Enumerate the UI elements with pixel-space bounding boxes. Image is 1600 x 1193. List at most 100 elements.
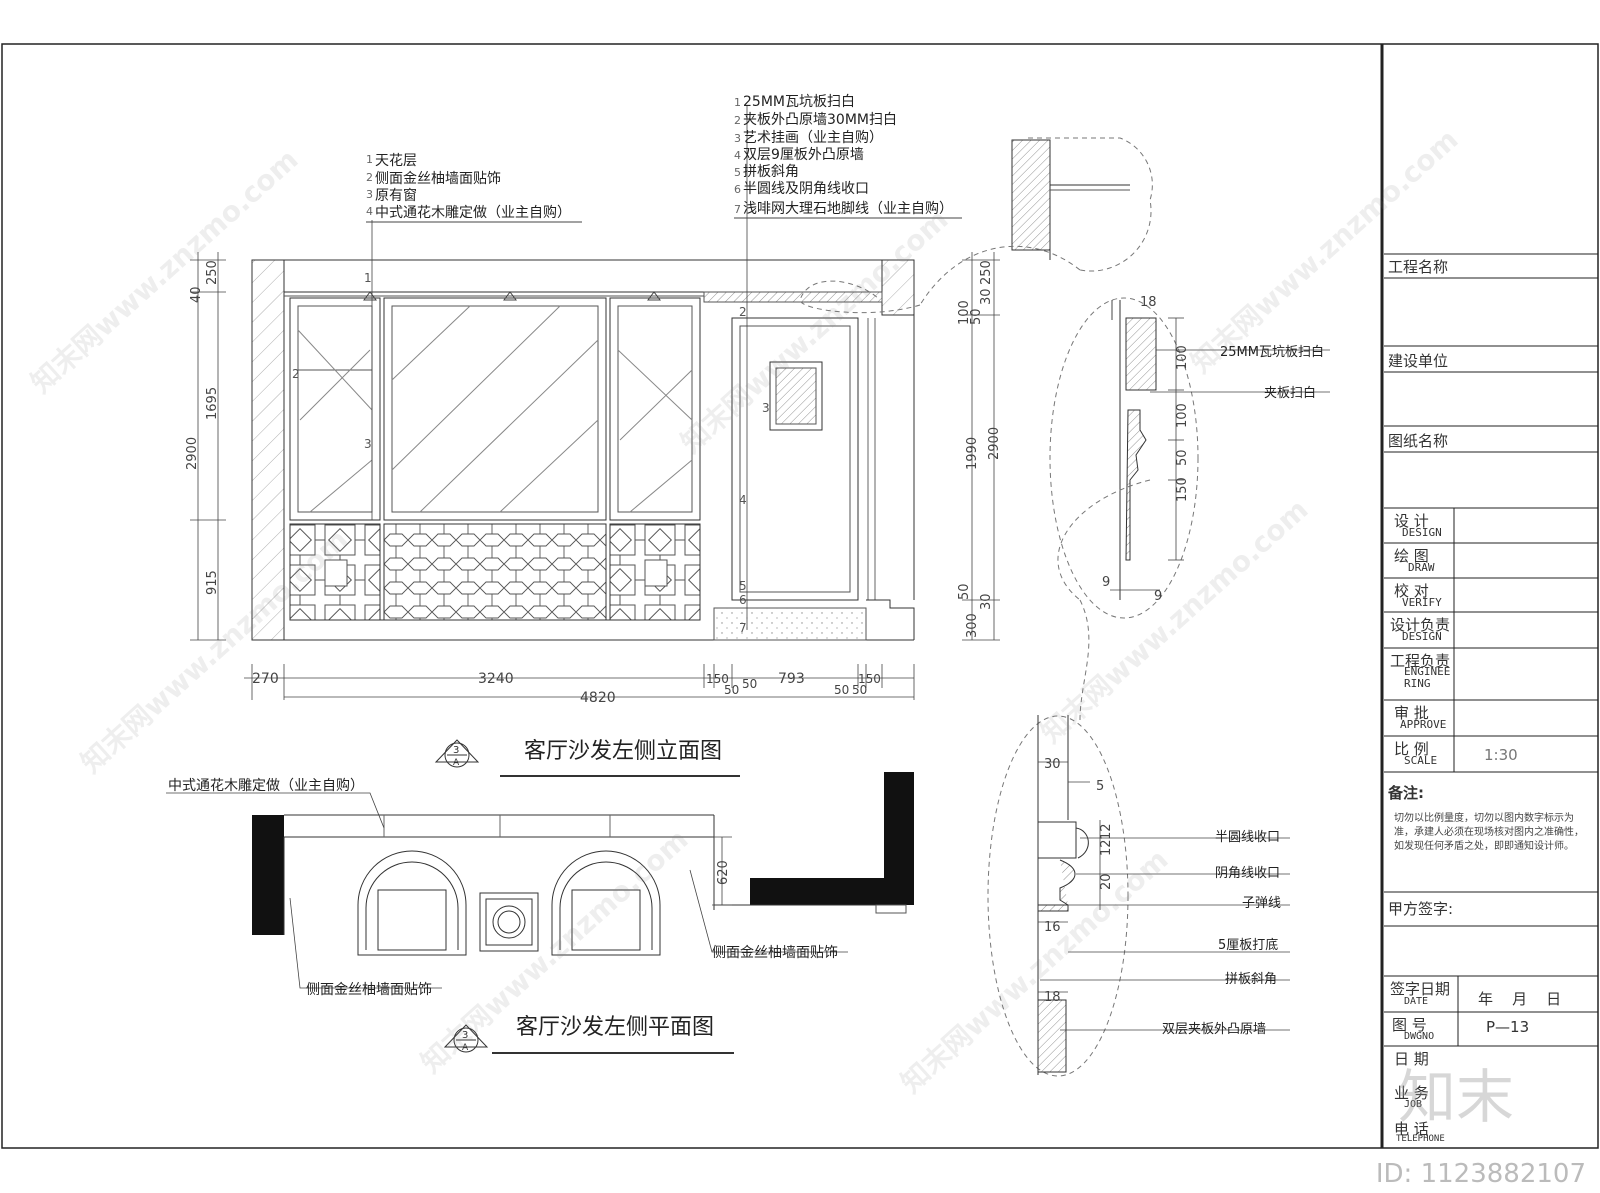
window-left bbox=[289, 297, 381, 521]
tb-design-cn: 设 计 bbox=[1394, 512, 1429, 530]
svg-text:1: 1 bbox=[364, 271, 372, 285]
svg-text:中式通花木雕定做（业主自购）: 中式通花木雕定做（业主自购） bbox=[168, 778, 364, 794]
window-center bbox=[383, 297, 607, 521]
svg-text:双层夹板外凸原墙: 双层夹板外凸原墙 bbox=[1162, 1022, 1266, 1037]
svg-text:50: 50 bbox=[742, 677, 757, 691]
tb-draw-en: DRAW bbox=[1408, 561, 1435, 574]
detail-upper: 18 100 100 50 150 9 9 25MM瓦坑板扫白 夹板扫白 bbox=[1049, 295, 1330, 721]
svg-text:A: A bbox=[462, 1043, 469, 1053]
svg-text:4: 4 bbox=[734, 149, 741, 162]
svg-text:2900: 2900 bbox=[185, 437, 200, 470]
svg-text:18: 18 bbox=[1044, 990, 1061, 1005]
tb-dwg-no-value: P—13 bbox=[1486, 1018, 1530, 1036]
svg-text:30: 30 bbox=[979, 288, 994, 305]
detail-callout-top bbox=[799, 137, 1153, 314]
svg-text:9: 9 bbox=[1154, 589, 1162, 604]
svg-text:30: 30 bbox=[1044, 757, 1061, 772]
svg-text:子弹线: 子弹线 bbox=[1242, 896, 1281, 911]
tb-party-a-sign: 甲方签字: bbox=[1388, 900, 1454, 918]
side-table bbox=[479, 892, 539, 952]
svg-text:2: 2 bbox=[292, 367, 300, 381]
elevation-markers: 1 2 3 2 3 4 5 6 7 bbox=[292, 271, 770, 635]
svg-text:3: 3 bbox=[453, 745, 459, 756]
svg-text:100: 100 bbox=[1175, 345, 1190, 370]
svg-text:12: 12 bbox=[1099, 823, 1114, 840]
plan-dim: 620 bbox=[716, 860, 731, 885]
svg-text:3: 3 bbox=[762, 401, 770, 415]
tb-scale-cn: 比 例 bbox=[1394, 740, 1429, 758]
svg-text:300: 300 bbox=[965, 613, 980, 638]
svg-text:2900: 2900 bbox=[987, 427, 1002, 460]
tb-sign-date-en: DATE bbox=[1404, 996, 1429, 1007]
svg-text:793: 793 bbox=[778, 671, 805, 687]
svg-text:25MM瓦坑板扫白: 25MM瓦坑板扫白 bbox=[1220, 344, 1324, 360]
svg-text:5: 5 bbox=[1096, 779, 1104, 794]
tb-dwg-no-cn: 图 号 bbox=[1392, 1016, 1427, 1034]
svg-text:2: 2 bbox=[366, 171, 373, 184]
svg-text:3: 3 bbox=[734, 132, 741, 145]
svg-text:250: 250 bbox=[979, 260, 994, 285]
svg-text:7: 7 bbox=[734, 203, 741, 216]
tb-drawing-name: 图纸名称 bbox=[1388, 432, 1449, 450]
tb-design-lead-cn: 设计负责 bbox=[1390, 616, 1451, 634]
tb-remarks-text: 切勿以比例量度，切勿以图内数字标示为准，承建人必须在现场核对图内之准确性，如发现… bbox=[1394, 813, 1584, 852]
armchair-right bbox=[551, 850, 661, 956]
svg-text:50: 50 bbox=[1175, 449, 1190, 466]
svg-text:拼板斜角: 拼板斜角 bbox=[743, 164, 799, 180]
tb-job-cn: 业 务 bbox=[1394, 1084, 1429, 1102]
tb-phone-en: TELEPHONE bbox=[1396, 1134, 1445, 1144]
svg-text:3: 3 bbox=[364, 437, 372, 451]
dims-bottom: 270 3240 150 50 50 793 50 150 50 4820 bbox=[244, 664, 915, 706]
svg-text:1990: 1990 bbox=[965, 437, 980, 470]
svg-text:6: 6 bbox=[739, 593, 747, 607]
svg-text:夹板扫白: 夹板扫白 bbox=[1264, 385, 1316, 401]
svg-text:100: 100 bbox=[1175, 403, 1190, 428]
svg-text:250: 250 bbox=[205, 260, 220, 285]
tb-verify-cn: 校 对 bbox=[1394, 582, 1429, 600]
svg-text:4: 4 bbox=[739, 493, 747, 507]
tb-phone-cn: 电 话 bbox=[1394, 1120, 1429, 1138]
ceiling-lights bbox=[363, 291, 661, 301]
tb-approve-cn: 审 批 bbox=[1394, 704, 1429, 722]
svg-text:艺术挂画（业主自购）: 艺术挂画（业主自购） bbox=[743, 130, 883, 146]
svg-text:1695: 1695 bbox=[205, 387, 220, 420]
svg-text:原有窗: 原有窗 bbox=[375, 187, 417, 204]
tb-builder: 建设单位 bbox=[1388, 352, 1449, 370]
elevation-view: 1 2 3 2 3 4 5 6 7 1 天花层 2 侧面金丝柚墙面贴饰 3 原有… bbox=[185, 94, 1002, 777]
svg-text:3: 3 bbox=[462, 1030, 468, 1041]
tb-design-en: DESIGN bbox=[1402, 526, 1442, 539]
elevation-notes-left: 1 天花层 2 侧面金丝柚墙面贴饰 3 原有窗 4 中式通花木雕定做（业主自购） bbox=[366, 153, 582, 223]
tb-verify-en: VERIFY bbox=[1402, 596, 1442, 609]
plan-view: 620 中式通花木雕定做（业主自购） 侧面金丝柚墙面贴饰 侧面金丝柚墙面贴饰 3… bbox=[166, 772, 914, 1054]
wall-door-panel bbox=[703, 291, 915, 641]
elevation-notes-right: 25MM瓦坑板扫白 夹板外凸原墙30MM扫白 艺术挂画（业主自购） 双层9厘板外… bbox=[734, 94, 962, 219]
plan-labels: 中式通花木雕定做（业主自购） 侧面金丝柚墙面贴饰 侧面金丝柚墙面贴饰 bbox=[168, 778, 838, 998]
svg-text:50: 50 bbox=[957, 583, 972, 600]
svg-text:双层9厘板外凸原墙: 双层9厘板外凸原墙 bbox=[743, 147, 864, 163]
svg-text:半圆线收口: 半圆线收口 bbox=[1215, 830, 1280, 845]
tb-sign-date-cn: 签字日期 bbox=[1390, 980, 1451, 998]
tb-project-name: 工程名称 bbox=[1388, 258, 1449, 276]
svg-text:半圆线及阴角线收口: 半圆线及阴角线收口 bbox=[743, 181, 869, 197]
svg-text:20: 20 bbox=[1099, 873, 1114, 890]
svg-text:25MM瓦坑板扫白: 25MM瓦坑板扫白 bbox=[743, 94, 855, 110]
plan-title: 3 A 客厅沙发左侧平面图 bbox=[443, 1015, 734, 1054]
svg-text:150: 150 bbox=[858, 672, 881, 686]
svg-text:1: 1 bbox=[366, 153, 373, 166]
svg-text:客厅沙发左侧平面图: 客厅沙发左侧平面图 bbox=[516, 1015, 714, 1040]
tb-scale-value: 1:30 bbox=[1484, 746, 1518, 764]
tb-sign-date-value: 年 月 日 bbox=[1478, 990, 1562, 1008]
armchair-left bbox=[357, 850, 467, 956]
svg-text:侧面金丝柚墙面贴饰: 侧面金丝柚墙面贴饰 bbox=[375, 171, 501, 187]
svg-text:浅啡网大理石地脚线（业主自购）: 浅啡网大理石地脚线（业主自购） bbox=[743, 201, 953, 217]
svg-text:100: 100 bbox=[957, 300, 972, 325]
title-block bbox=[1380, 44, 1598, 1148]
detail-lower: 30 5 12 12 20 16 18 半圆线收口 阴角线收口 子弹线 5厘板打… bbox=[987, 715, 1290, 1077]
svg-text:3: 3 bbox=[366, 188, 373, 201]
carved-lattice-panels bbox=[289, 523, 701, 621]
svg-text:5: 5 bbox=[739, 579, 747, 593]
svg-text:中式通花木雕定做（业主自购）: 中式通花木雕定做（业主自购） bbox=[375, 205, 571, 221]
svg-text:6: 6 bbox=[734, 183, 741, 196]
brand-logo: 知末 bbox=[1398, 1063, 1515, 1131]
svg-text:夹板外凸原墙30MM扫白: 夹板外凸原墙30MM扫白 bbox=[743, 112, 897, 128]
